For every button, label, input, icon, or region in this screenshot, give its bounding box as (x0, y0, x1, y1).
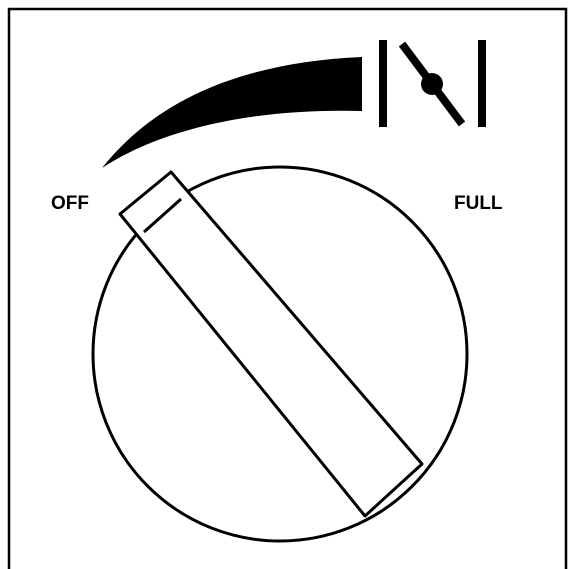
full-label: FULL (454, 193, 503, 214)
increasing-wedge-icon (102, 57, 362, 168)
off-label: OFF (51, 193, 89, 214)
damper-valve-icon (379, 40, 486, 127)
